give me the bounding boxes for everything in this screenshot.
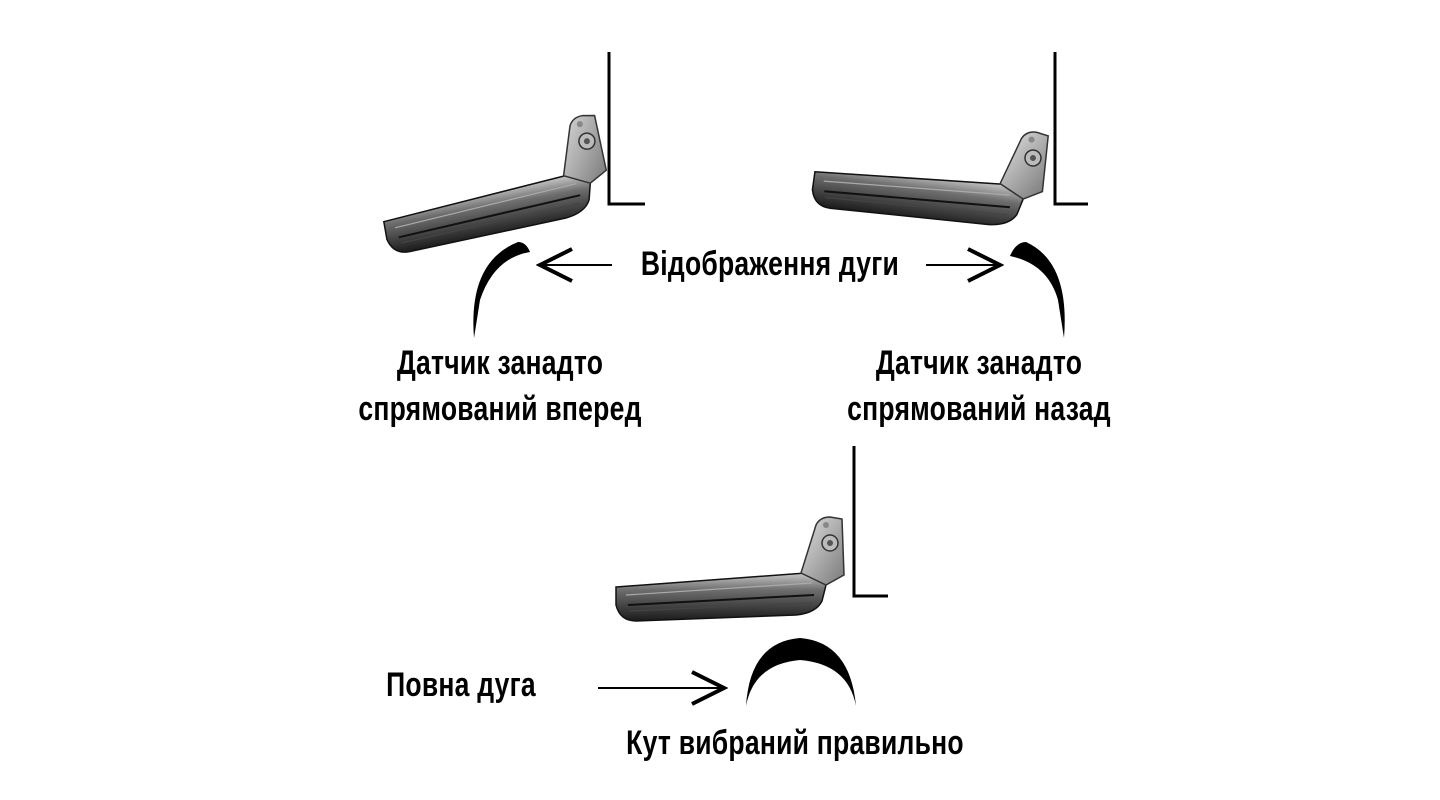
full-arc-label: Повна дуга <box>386 666 536 704</box>
mount-line-forward-icon <box>607 52 645 206</box>
backward-caption-line2: спрямований назад <box>847 390 1111 428</box>
forward-caption-line1: Датчик занадто <box>396 344 604 382</box>
backward-caption-line1: Датчик занадто <box>875 344 1083 382</box>
forward-caption-line2: спрямований вперед <box>358 390 642 428</box>
transducer-correct-icon <box>615 516 845 622</box>
correct-angle-label: Кут вибраний правильно <box>626 724 964 762</box>
arc-backward-icon <box>1010 242 1065 338</box>
arc-forward-icon <box>473 242 530 338</box>
backward-caption: Датчик занадто спрямований назад <box>800 340 1159 432</box>
mount-line-backward-icon <box>1053 52 1088 206</box>
forward-caption: Датчик занадто спрямований вперед <box>321 340 680 432</box>
arc-display-label: Відображення дуги <box>640 245 900 283</box>
arc-full-icon <box>746 638 856 706</box>
mount-line-correct-icon <box>852 446 888 598</box>
transducer-forward-icon <box>370 112 616 257</box>
transducer-backward-icon <box>809 101 1052 239</box>
